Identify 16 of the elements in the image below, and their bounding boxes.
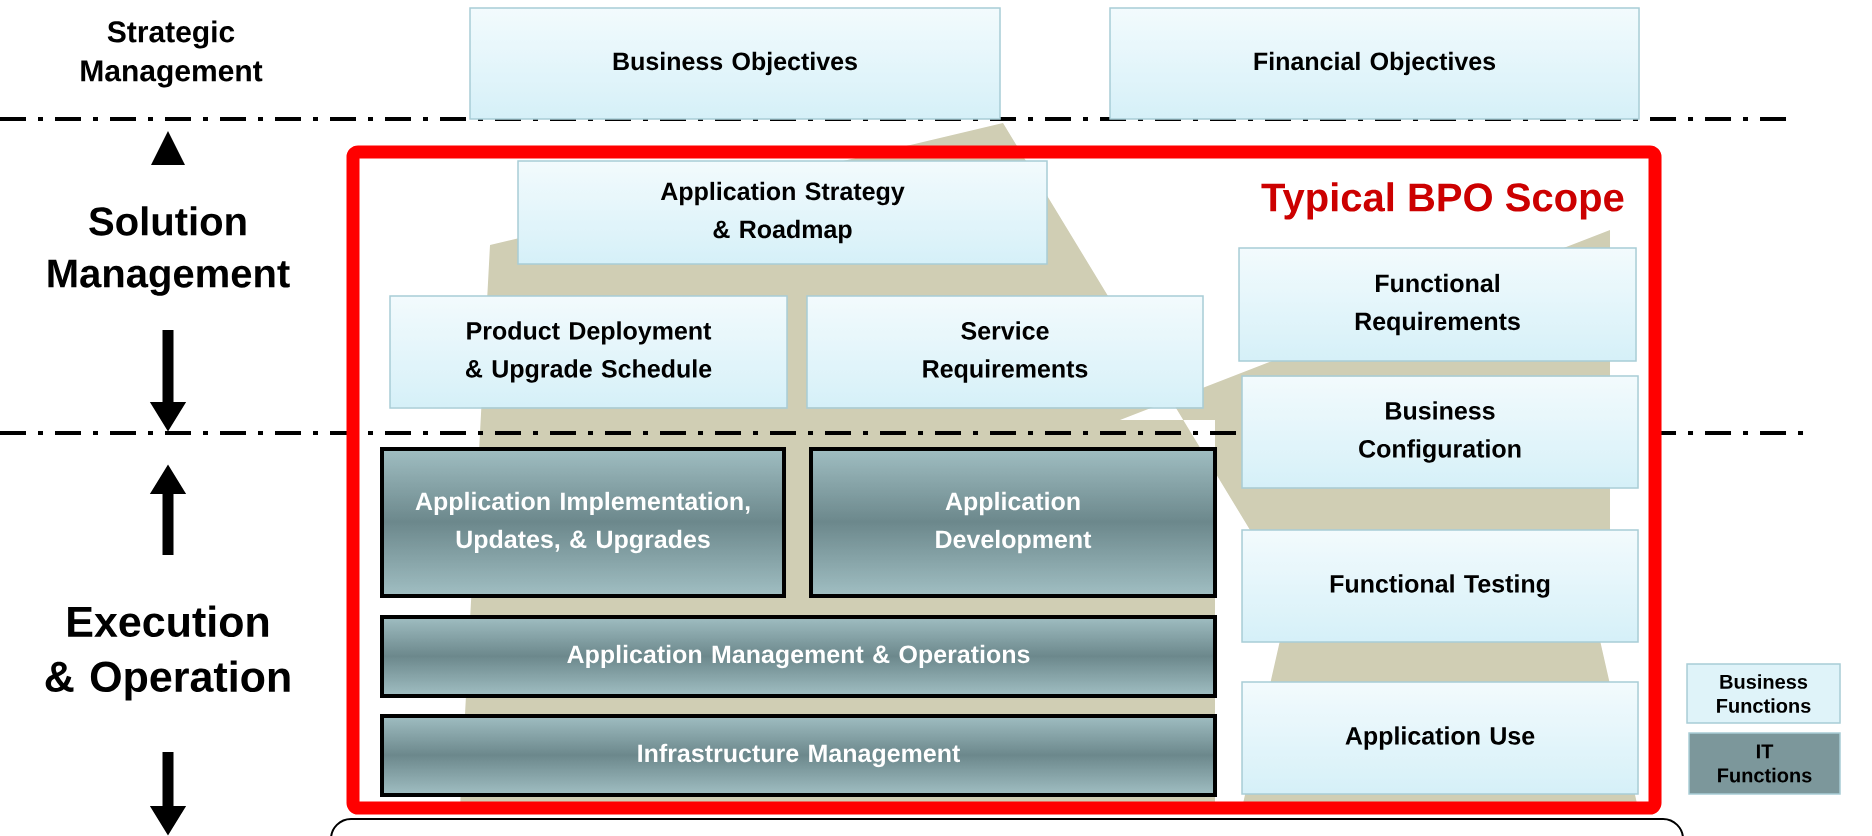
- business-function-box: Business Configuration: [1241, 375, 1639, 489]
- level-label: Solution Management: [48, 206, 290, 296]
- business-function-box: Business Objectives: [469, 7, 1001, 120]
- it-function-box: Infrastructure Management: [380, 714, 1217, 797]
- business-function-box: Service Requirements: [806, 295, 1204, 409]
- business-function-box: Application Use: [1241, 681, 1639, 795]
- business-function-box: Product Deployment & Upgrade Schedule: [389, 295, 788, 409]
- it-function-box: Application Implementation, Updates, & Upgrades: [380, 447, 786, 598]
- level-label: Execution & Operation: [45, 605, 290, 701]
- business-function-box: Financial Objectives: [1109, 7, 1640, 120]
- business-function-box: Functional Requirements: [1238, 247, 1637, 362]
- level-label: Strategic Management: [81, 20, 263, 88]
- business-function-box: Functional Testing: [1241, 529, 1639, 643]
- it-function-box: Application Development: [809, 447, 1217, 598]
- business-function-box: Application Strategy & Roadmap: [517, 160, 1048, 265]
- it-function-box: Application Management & Operations: [380, 615, 1217, 698]
